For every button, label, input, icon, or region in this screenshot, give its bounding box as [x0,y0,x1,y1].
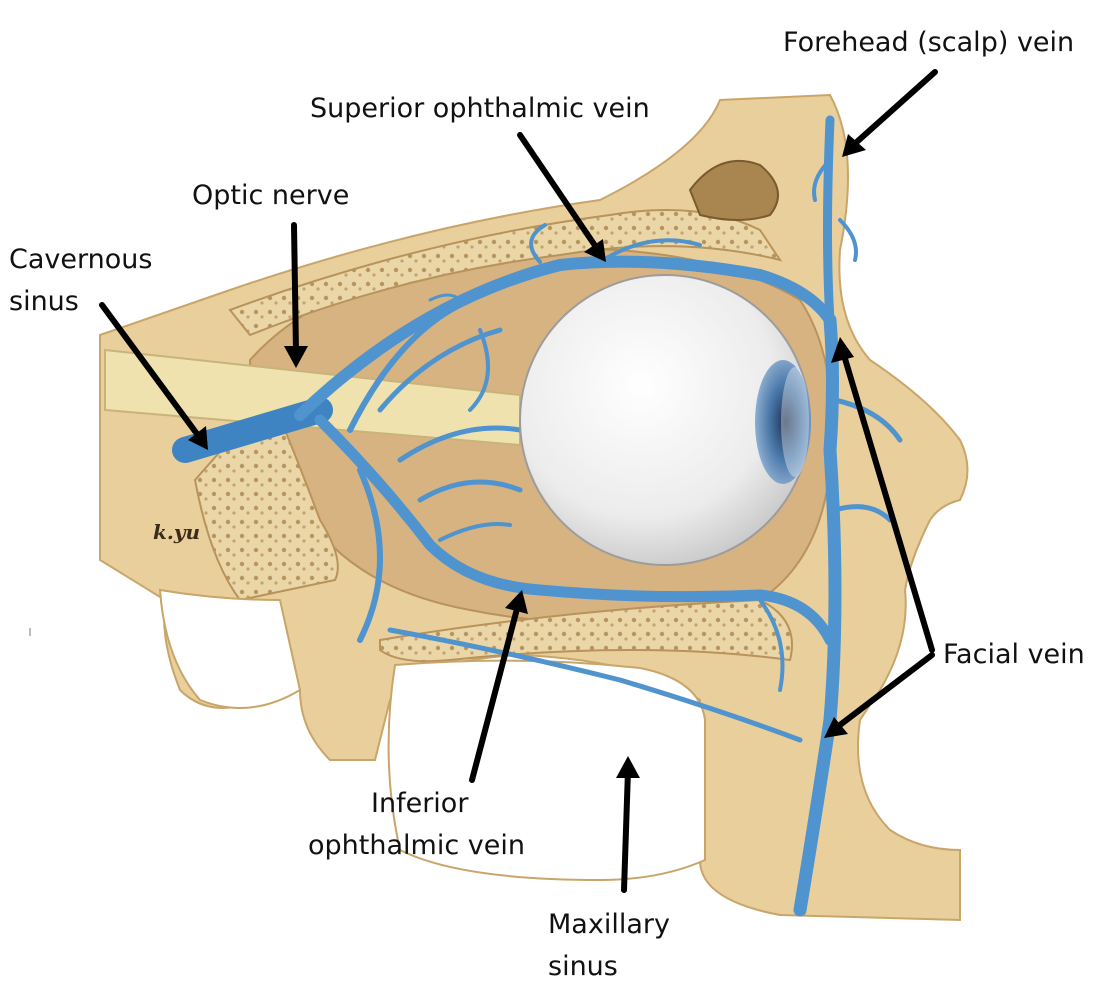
inferior-ophthalmic-vessel [314,414,836,646]
pointer-maxillary-sinus [621,767,631,893]
pointer-facial-vein-upper [840,349,935,653]
pointer-superior-ophthalmic-vein [517,132,601,253]
pointer-inferior-ophthalmic-vein [469,602,521,783]
venous-network [172,115,903,917]
label-facial-vein: Facial vein [943,639,1085,670]
label-cavernous-sinus-line2: sinus [9,286,79,317]
pointer-forehead-vein [847,69,938,151]
label-optic-nerve: Optic nerve [192,180,350,211]
label-maxillary-sinus-line2: sinus [548,951,618,982]
label-maxillary-sinus-line1: Maxillary [548,909,670,940]
label-inferior-ophthalmic-vein-line1: Inferior [371,788,469,819]
label-pointers [99,69,938,893]
pointer-facial-vein-lower [833,652,935,731]
label-cavernous-sinus-line1: Cavernous [9,244,153,275]
iris [755,360,811,484]
pointer-cavernous-sinus [99,302,203,441]
label-forehead-vein: Forehead (scalp) vein [783,27,1075,58]
facial-vessel [793,313,842,917]
pointer-optic-nerve [291,222,299,355]
forehead-vessel [823,115,835,325]
artist-signature: k.yu [153,520,200,544]
eyeball [519,274,811,566]
label-inferior-ophthalmic-vein-line2: ophthalmic vein [308,830,525,861]
label-superior-ophthalmic-vein: Superior ophthalmic vein [310,93,650,124]
cornea [781,367,809,477]
